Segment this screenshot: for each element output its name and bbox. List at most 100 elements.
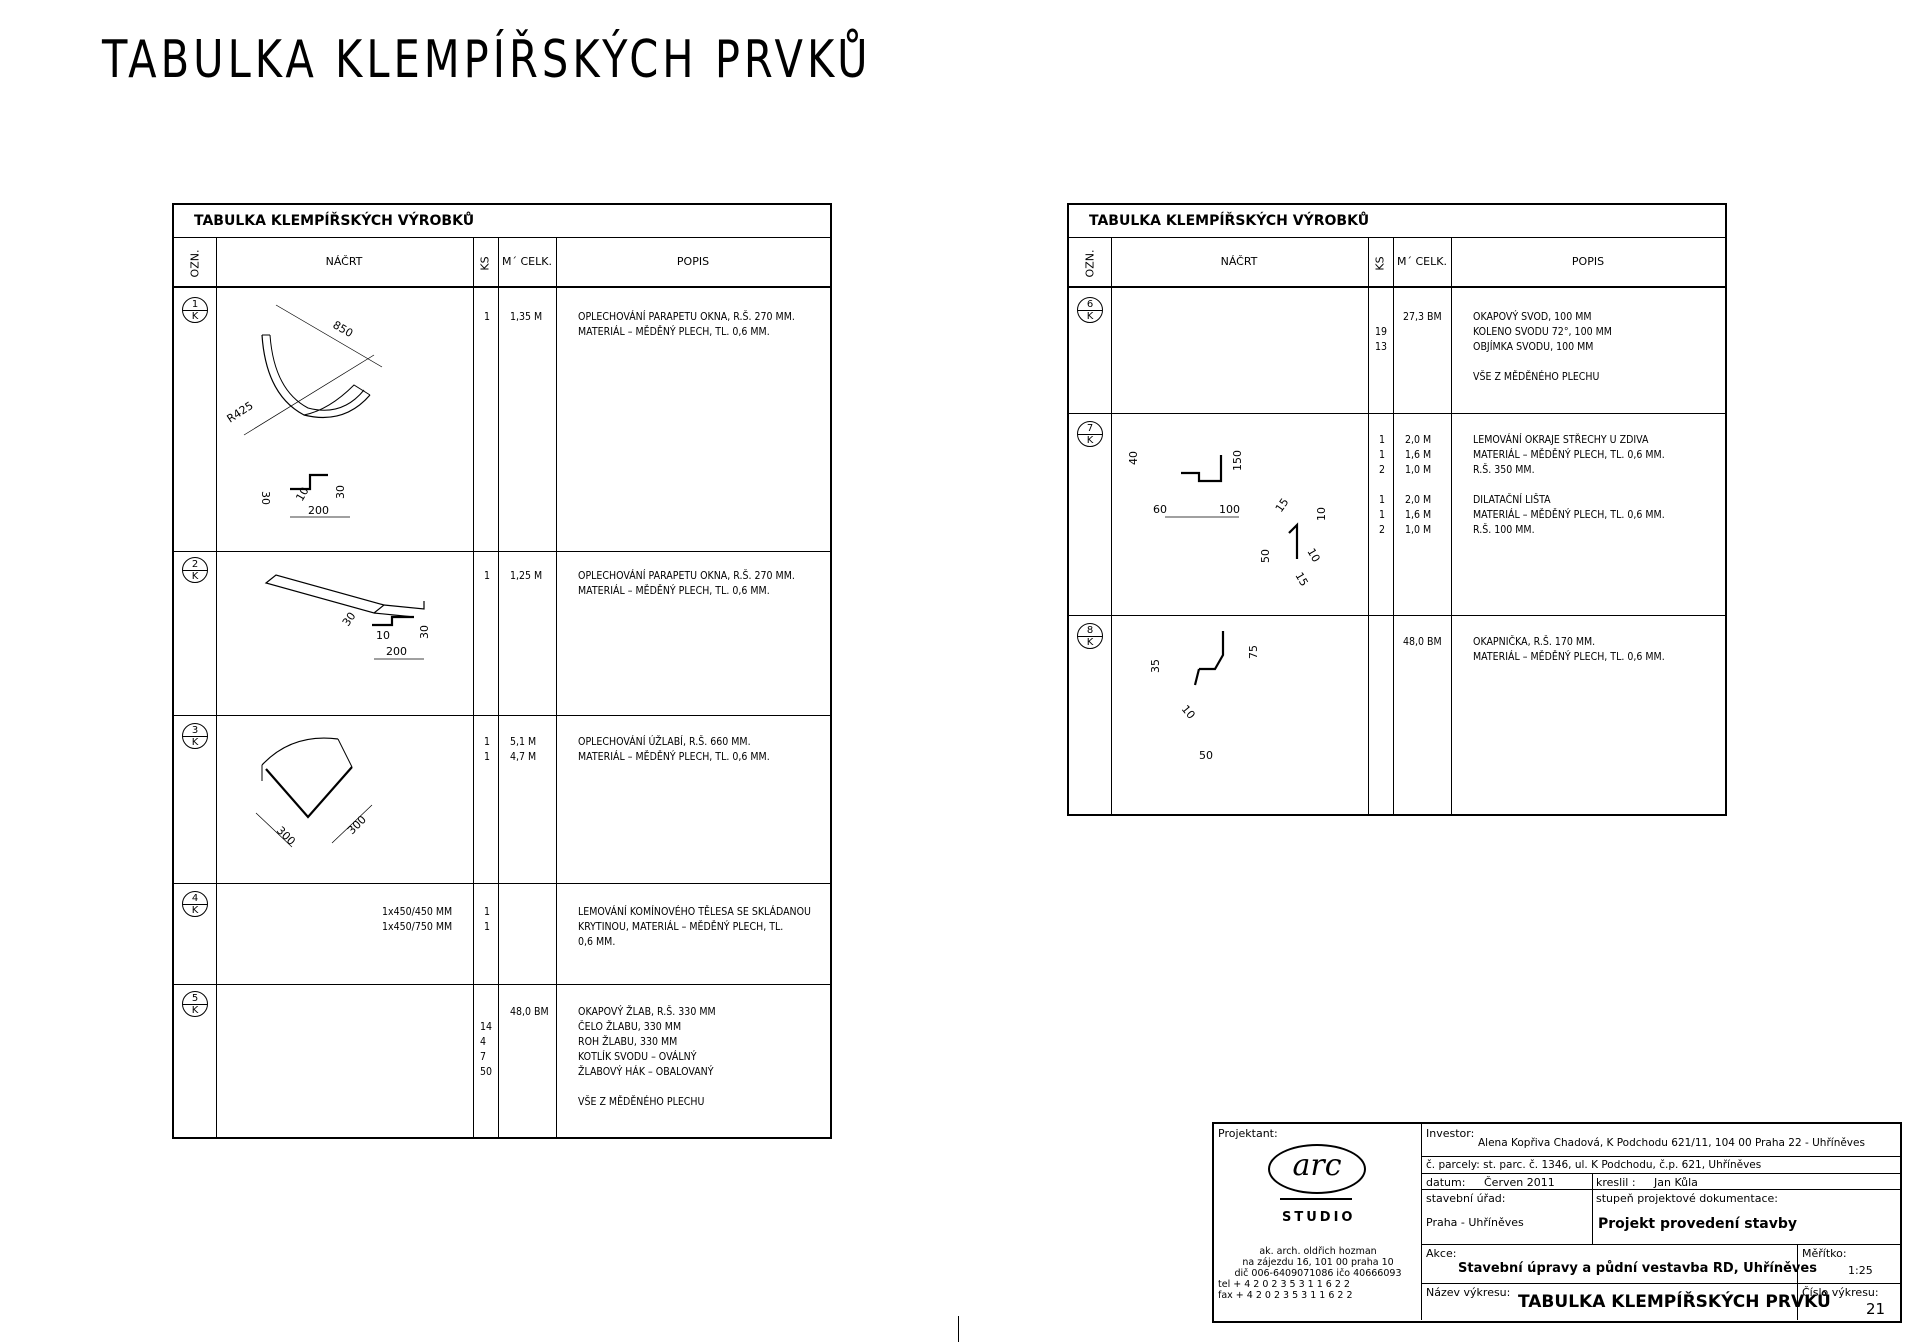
sketch-drip-edge: 35 75 10 50: [1149, 631, 1260, 762]
sketch-parapet-flat: 30 10 30 200: [264, 574, 431, 660]
svg-text:R425: R425: [225, 399, 256, 426]
row-m: 27,3 BM: [1403, 311, 1442, 323]
row-ks: 1 1: [484, 736, 491, 763]
sketch-valley: 300 300: [255, 737, 373, 848]
cislo-value: 21: [1866, 1300, 1886, 1318]
table-header-label: TABULKA KLEMPÍŘSKÝCH VÝROBKŮ: [194, 213, 475, 229]
meritko-value: 1:25: [1848, 1264, 1873, 1277]
svg-text:50: 50: [1259, 549, 1272, 563]
svg-text:15: 15: [1273, 496, 1292, 515]
row-popis: OPLECHOVÁNÍ ÚŽLABÍ, R.Š. 660 MM. MATERIÁ…: [578, 736, 770, 763]
col-ozn: OZN.: [1083, 249, 1097, 278]
sheet-table-right: TABULKA KLEMPÍŘSKÝCH VÝROBKŮ OZN. NÁČRT …: [1067, 203, 1727, 816]
svg-text:10: 10: [376, 629, 390, 642]
arc-logo: arc: [1268, 1144, 1366, 1194]
row-ks: 14 4 7 50: [480, 1021, 493, 1078]
svg-text:150: 150: [1231, 450, 1244, 471]
title-block: Projektant: arc STUDIO ak. arch. oldřich…: [1212, 1122, 1902, 1323]
svg-text:30: 30: [340, 610, 359, 629]
row-ks: 1 1 2 1 1 2: [1379, 434, 1386, 536]
row-m: 1,25 M: [510, 570, 543, 582]
datum-value: Červen 2011: [1484, 1176, 1555, 1189]
svg-text:75: 75: [1247, 645, 1260, 659]
svg-text:850: 850: [331, 318, 356, 340]
investor-label: Investor:: [1426, 1127, 1475, 1140]
kreslil-label: kreslil :: [1596, 1176, 1636, 1189]
studio-label: STUDIO: [1282, 1210, 1356, 1225]
nazev-label: Název výkresu:: [1426, 1286, 1511, 1299]
svg-text:30: 30: [334, 485, 347, 499]
svg-text:10: 10: [1315, 507, 1328, 521]
urad-value: Praha - Uhříněves: [1426, 1216, 1524, 1229]
row-popis: OPLECHOVÁNÍ PARAPETU OKNA, R.Š. 270 MM. …: [578, 311, 795, 338]
svg-text:300: 300: [274, 824, 298, 848]
row-popis: LEMOVÁNÍ OKRAJE STŘECHY U ZDIVA MATERIÁL…: [1473, 434, 1665, 536]
col-m-celk: M´ CELK.: [1397, 255, 1447, 268]
sketch-parapet-arc: 850 R425 30 10 30 200: [225, 304, 383, 518]
table-header: TABULKA KLEMPÍŘSKÝCH VÝROBKŮ: [174, 205, 830, 238]
parcela-value: č. parcely: st. parc. č. 1346, ul. K Pod…: [1426, 1159, 1762, 1171]
row-ks: 1 1: [484, 906, 491, 933]
col-m-celk: M´ CELK.: [502, 255, 552, 268]
kreslil-value: Jan Kůla: [1654, 1176, 1698, 1189]
column-headers: OZN. NÁČRT KS M´ CELK. POPIS: [174, 237, 830, 288]
stupen-label: stupeň projektové dokumentace:: [1596, 1192, 1778, 1205]
address-block: ak. arch. oldřich hozman na zájezdu 16, …: [1218, 1246, 1402, 1301]
row-ks: 19 13: [1375, 326, 1388, 353]
row-m: 48,0 BM: [510, 1006, 549, 1018]
svg-text:10: 10: [1179, 703, 1198, 722]
row-m: 5,1 M 4,7 M: [510, 736, 537, 763]
meritko-label: Měřítko:: [1802, 1247, 1847, 1260]
table-header: TABULKA KLEMPÍŘSKÝCH VÝROBKŮ: [1069, 205, 1725, 238]
row-ks: 1: [484, 570, 491, 582]
row-m: 2,0 M 1,6 M 1,0 M 2,0 M 1,6 M 1,0 M: [1405, 434, 1432, 536]
col-nacrt: NÁČRT: [325, 255, 363, 268]
sheet-table-left: TABULKA KLEMPÍŘSKÝCH VÝROBKŮ OZN. NÁČRT …: [172, 203, 832, 1139]
row-popis: OPLECHOVÁNÍ PARAPETU OKNA, R.Š. 270 MM. …: [578, 570, 795, 597]
col-ks: KS: [1373, 256, 1387, 271]
datum-label: datum:: [1426, 1176, 1466, 1189]
page-title: TABULKA KLEMPÍŘSKÝCH PRVKŮ: [102, 30, 872, 90]
svg-text:200: 200: [386, 645, 407, 658]
svg-text:30: 30: [418, 625, 431, 639]
row-popis: OKAPOVÝ SVOD, 100 MM KOLENO SVODU 72°, 1…: [1473, 311, 1612, 383]
row-popis: OKAPOVÝ ŽLAB, R.Š. 330 MM ČELO ŽLABU, 33…: [578, 1006, 716, 1108]
col-popis: POPIS: [676, 255, 710, 268]
svg-text:30: 30: [259, 491, 272, 505]
svg-text:35: 35: [1149, 659, 1162, 673]
col-ks: KS: [478, 256, 492, 271]
svg-text:60: 60: [1153, 503, 1167, 516]
logo-text: arc: [1292, 1148, 1342, 1183]
svg-text:10: 10: [1304, 546, 1322, 565]
sketch-wall-flashing: 40 150 60 100 15 10 50 10 15: [1127, 450, 1328, 589]
column-headers: OZN. NÁČRT KS M´ CELK. POPIS: [1069, 237, 1725, 288]
row-popis: LEMOVÁNÍ KOMÍNOVÉHO TĚLESA SE SKLÁDANOU …: [578, 906, 811, 948]
table-header-label: TABULKA KLEMPÍŘSKÝCH VÝROBKŮ: [1089, 213, 1370, 229]
row-ks: 1: [484, 311, 491, 323]
svg-text:10: 10: [293, 485, 311, 504]
akce-label: Akce:: [1426, 1247, 1457, 1260]
svg-text:50: 50: [1199, 749, 1213, 762]
investor-value: Alena Kopřiva Chadová, K Podchodu 621/11…: [1478, 1137, 1865, 1149]
svg-text:100: 100: [1219, 503, 1240, 516]
nazev-value: TABULKA KLEMPÍŘSKÝCH PRVKŮ: [1518, 1292, 1831, 1312]
svg-text:200: 200: [308, 504, 329, 517]
stupen-value: Projekt provedení stavby: [1598, 1216, 1798, 1232]
urad-label: stavební úřad:: [1426, 1192, 1506, 1205]
akce-value: Stavební úpravy a půdní vestavba RD, Uhř…: [1458, 1261, 1817, 1276]
projektant-label: Projektant:: [1218, 1127, 1278, 1140]
col-ozn: OZN.: [188, 249, 202, 278]
svg-text:15: 15: [1292, 570, 1310, 589]
row-popis: OKAPNIČKA, R.Š. 170 MM. MATERIÁL – MĚDĚN…: [1473, 636, 1665, 663]
cislo-label: Číslo výkresu:: [1802, 1286, 1879, 1299]
row-nacrt: 1x450/450 MM 1x450/750 MM: [382, 906, 453, 933]
col-popis: POPIS: [1571, 255, 1605, 268]
sheet-fold-mark: [958, 1316, 959, 1342]
